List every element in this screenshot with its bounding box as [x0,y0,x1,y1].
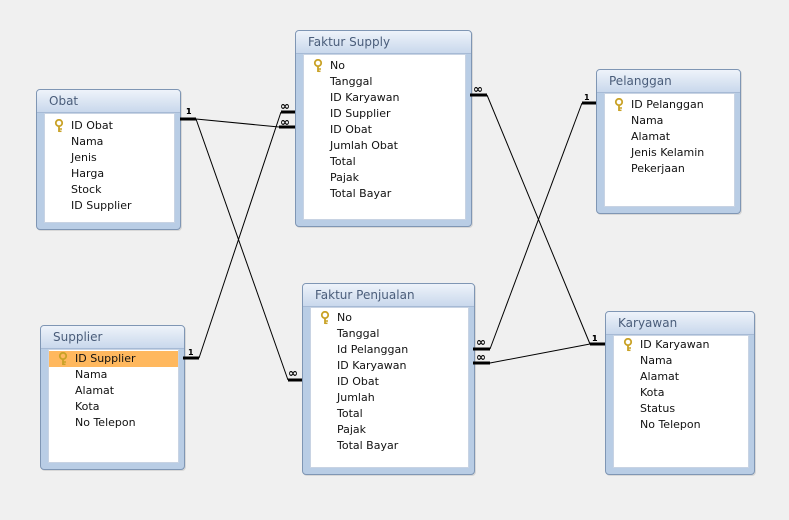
field-jenis[interactable]: Jenis [71,151,97,164]
field-tanggal[interactable]: Tanggal [337,327,380,340]
key-icon [623,337,635,352]
field-jumlah-obat[interactable]: Jumlah Obat [330,139,398,152]
relationship-karyawan-faktur-supply-card-many: ∞ [473,82,483,96]
key-icon [58,351,70,366]
field-no[interactable]: No [311,310,468,326]
relationship-karyawan-faktur-supply-card-one: 1 [592,334,598,343]
field-nama[interactable]: Nama [75,368,108,381]
table-title[interactable]: Faktur Supply [296,31,471,54]
field-id-karyawan[interactable]: ID Karyawan [614,337,748,353]
field-id-karyawan[interactable]: ID Karyawan [337,359,407,372]
field-list[interactable]: No Tanggal ID Karyawan ID Supplier ID Ob… [303,54,466,220]
relationship-obat-faktur-supply-line[interactable] [195,118,280,128]
field-nama[interactable]: Nama [71,135,104,148]
field-alamat[interactable]: Alamat [75,384,115,397]
field-id-supplier-selected[interactable]: ID Supplier [49,351,178,367]
relationship-supplier-faktur-supply-card-many: ∞ [280,115,290,129]
table-title[interactable]: Faktur Penjualan [303,284,474,307]
field-pekerjaan[interactable]: Pekerjaan [631,162,685,175]
key-icon [614,97,626,112]
field-no-telepon[interactable]: No Telepon [640,418,701,431]
relationship-supplier-faktur-supply-card-one: 1 [188,348,194,357]
relationship-pelanggan-faktur-penjualan-card-one: 1 [584,93,590,102]
field-nama[interactable]: Nama [631,114,664,127]
field-id-obat[interactable]: ID Obat [330,123,372,136]
field-stock[interactable]: Stock [71,183,102,196]
relationship-obat-faktur-supply-card-many: ∞ [280,99,290,113]
relationship-karyawan-faktur-supply-line[interactable] [486,94,591,345]
field-id-supplier[interactable]: ID Supplier [330,107,391,120]
field-kota[interactable]: Kota [75,400,100,413]
field-id-supplier[interactable]: ID Supplier [71,199,132,212]
field-id-obat[interactable]: ID Obat [337,375,379,388]
field-nama[interactable]: Nama [640,354,673,367]
field-no[interactable]: No [304,58,465,74]
field-pajak[interactable]: Pajak [337,423,367,436]
relationship-karyawan-faktur-penjualan-card-many: ∞ [476,350,486,364]
key-icon [320,310,332,325]
relationship-obat-faktur-penjualan-card-one: 1 [186,107,192,116]
field-list[interactable]: ID Obat Nama Jenis Harga Stock ID Suppli… [44,113,175,223]
relationship-karyawan-faktur-penjualan-card-one: 1 [592,334,598,343]
field-total[interactable]: Total [330,155,356,168]
field-list[interactable]: No Tanggal Id Pelanggan ID Karyawan ID O… [310,307,469,468]
table-faktur-penjualan[interactable]: Faktur Penjualan No Tanggal Id Pelanggan… [302,283,475,475]
relationship-supplier-faktur-supply-line[interactable] [198,111,282,359]
table-title[interactable]: Pelanggan [597,70,740,93]
table-obat[interactable]: Obat ID Obat Nama Jenis Harga Stock ID S… [36,89,181,230]
table-supplier[interactable]: Supplier ID Supplier Nama Alamat Kota No… [40,325,185,470]
field-list[interactable]: ID Supplier Nama Alamat Kota No Telepon [48,349,179,463]
table-title[interactable]: Supplier [41,326,184,349]
table-title[interactable]: Obat [37,90,180,113]
table-karyawan[interactable]: Karyawan ID Karyawan Nama Alamat Kota St… [605,311,755,475]
field-total-bayar[interactable]: Total Bayar [330,187,392,200]
field-alamat[interactable]: Alamat [631,130,671,143]
table-faktur-supply[interactable]: Faktur Supply No Tanggal ID Karyawan ID … [295,30,472,227]
field-status[interactable]: Status [640,402,676,415]
field-total[interactable]: Total [337,407,363,420]
relationship-karyawan-faktur-penjualan-line[interactable] [489,343,591,364]
field-jenis-kelamin[interactable]: Jenis Kelamin [631,146,705,159]
field-no-telepon[interactable]: No Telepon [75,416,136,429]
table-pelanggan[interactable]: Pelanggan ID Pelanggan Nama Alamat Jenis… [596,69,741,214]
field-list[interactable]: ID Pelanggan Nama Alamat Jenis Kelamin P… [604,93,735,207]
field-list[interactable]: ID Karyawan Nama Alamat Kota Status No T… [613,335,749,468]
field-pajak[interactable]: Pajak [330,171,360,184]
field-id-obat[interactable]: ID Obat [45,118,174,134]
relationship-obat-faktur-supply-card-one: 1 [186,107,192,116]
field-tanggal[interactable]: Tanggal [330,75,373,88]
key-icon [54,118,66,133]
field-id-karyawan[interactable]: ID Karyawan [330,91,400,104]
relationship-obat-faktur-penjualan-line[interactable] [195,118,289,381]
table-title[interactable]: Karyawan [606,312,754,335]
relationship-obat-faktur-penjualan-card-many: ∞ [288,366,298,380]
field-jumlah[interactable]: Jumlah [337,391,375,404]
field-kota[interactable]: Kota [640,386,665,399]
relationship-pelanggan-faktur-penjualan-line[interactable] [489,102,583,350]
key-icon [313,58,325,73]
field-id-pelanggan[interactable]: Id Pelanggan [337,343,409,356]
relationship-pelanggan-faktur-penjualan-card-many: ∞ [476,335,486,349]
field-total-bayar[interactable]: Total Bayar [337,439,399,452]
field-id-pelanggan[interactable]: ID Pelanggan [605,97,734,113]
field-harga[interactable]: Harga [71,167,105,180]
field-alamat[interactable]: Alamat [640,370,680,383]
